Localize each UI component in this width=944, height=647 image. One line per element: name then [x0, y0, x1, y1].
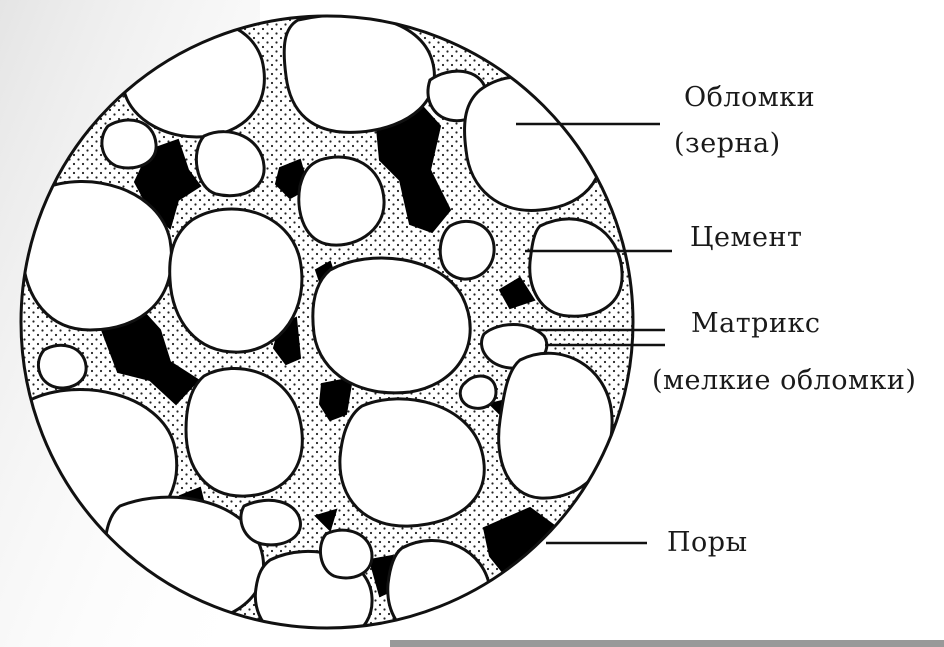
grain: [284, 15, 434, 133]
label-matrix-note: (мелкие обломки): [652, 365, 916, 396]
grain: [499, 353, 612, 498]
grain: [170, 209, 302, 352]
grain: [460, 376, 496, 408]
label-cement: Цемент: [690, 222, 802, 253]
label-fragments: Обломки: [684, 82, 815, 113]
bottom-edge-bar: [390, 640, 944, 647]
label-pores: Поры: [667, 527, 748, 558]
grain: [313, 258, 470, 393]
grain: [241, 500, 301, 545]
grain: [38, 345, 86, 388]
grain: [102, 120, 156, 168]
grain: [299, 157, 384, 245]
label-matrix: Матрикс: [691, 308, 820, 339]
label-fragments-note: (зерна): [674, 128, 781, 159]
grain: [440, 221, 494, 279]
grain: [320, 530, 372, 578]
